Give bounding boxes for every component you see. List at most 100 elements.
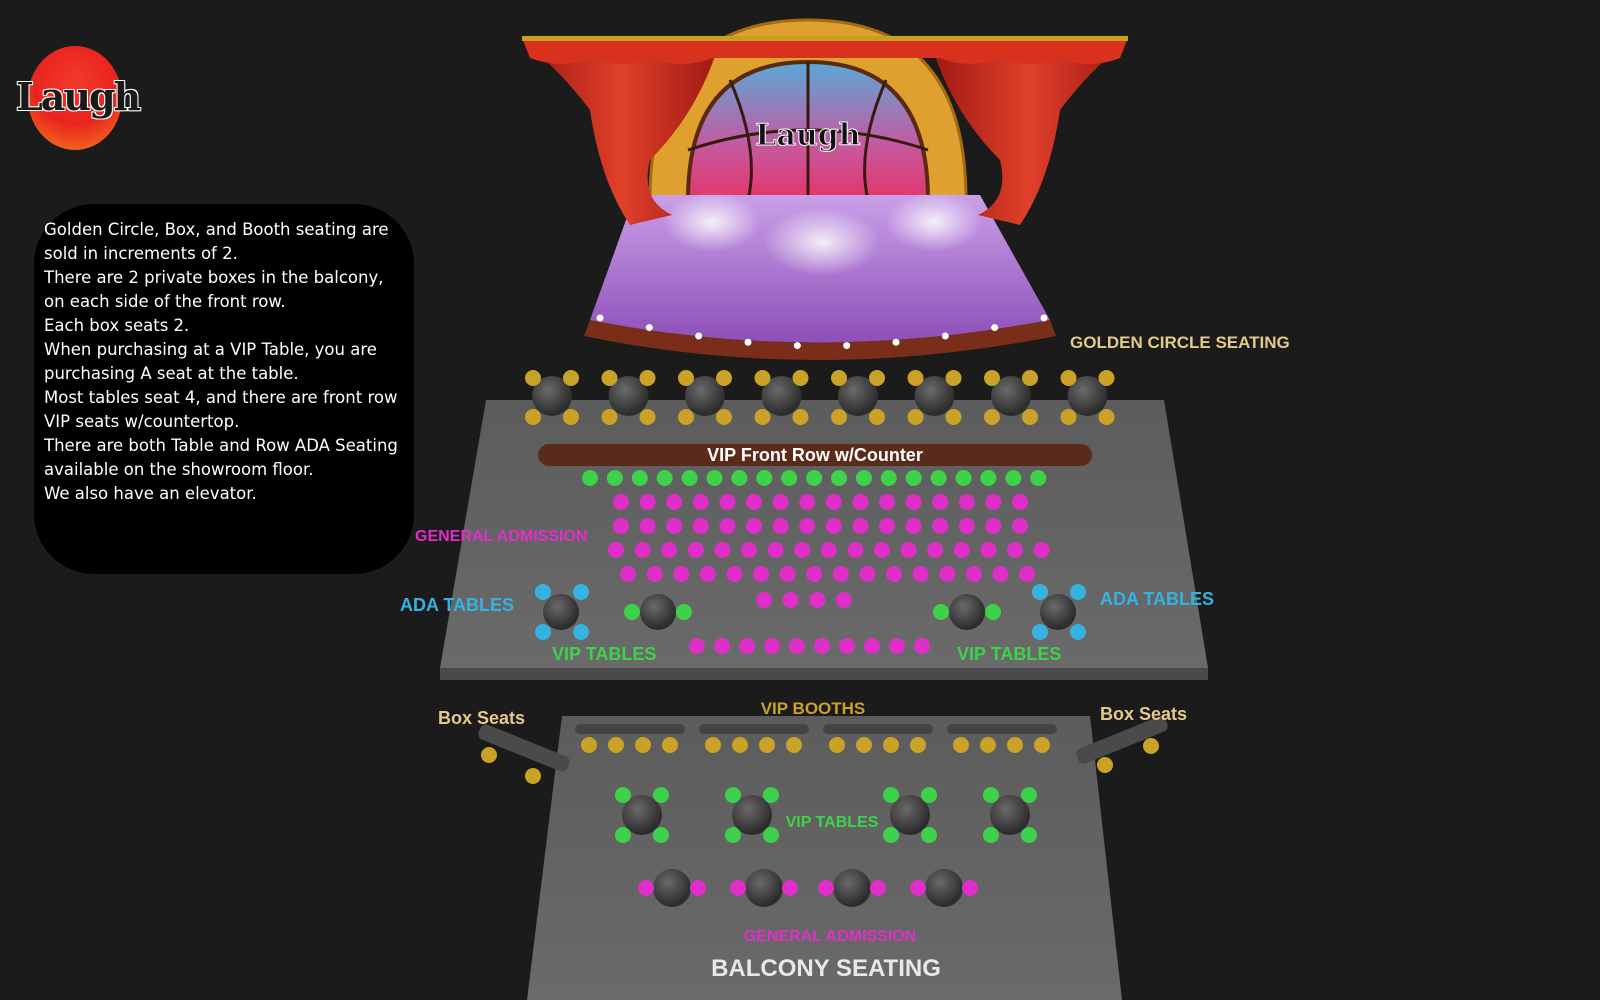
vip-front-row-seat[interactable] [1005, 470, 1022, 486]
vip-front-row-seat[interactable] [756, 470, 773, 486]
golden-circle-seat[interactable] [716, 409, 732, 425]
booth-seat[interactable] [883, 737, 899, 753]
general-admission-seat[interactable] [608, 542, 624, 558]
general-admission-seat[interactable] [879, 494, 895, 510]
general-admission-seat[interactable] [939, 566, 956, 582]
general-admission-seat[interactable] [914, 638, 930, 654]
general-admission-seat[interactable] [985, 494, 1002, 510]
balcony-general-seat[interactable] [962, 880, 978, 896]
general-admission-seat[interactable] [874, 542, 890, 558]
golden-circle-seat[interactable] [792, 370, 809, 386]
general-admission-seat[interactable] [799, 494, 816, 510]
golden-circle-seat[interactable] [639, 370, 656, 386]
balcony-vip-seat[interactable] [883, 787, 899, 803]
golden-circle-seat[interactable] [1022, 370, 1038, 386]
booth-seat[interactable] [829, 737, 845, 753]
vip-table-seat[interactable] [624, 604, 640, 620]
ada-seat[interactable] [1070, 624, 1086, 640]
booth-seat[interactable] [635, 737, 651, 753]
general-admission-seat[interactable] [839, 638, 855, 654]
vip-front-row-seat[interactable] [681, 470, 698, 486]
golden-circle-seat[interactable] [678, 409, 694, 425]
general-admission-seat[interactable] [772, 518, 789, 534]
golden-circle-seat[interactable] [716, 370, 732, 386]
box-seat[interactable] [1097, 757, 1113, 773]
general-admission-seat[interactable] [1019, 566, 1035, 582]
balcony-vip-seat[interactable] [1021, 787, 1037, 803]
general-admission-seat[interactable] [958, 518, 975, 534]
general-admission-seat[interactable] [980, 542, 997, 558]
general-admission-seat[interactable] [692, 494, 709, 510]
general-admission-seat[interactable] [739, 638, 755, 654]
general-admission-seat[interactable] [806, 566, 823, 582]
general-admission-seat[interactable] [932, 518, 949, 534]
general-admission-seat[interactable] [613, 494, 629, 510]
general-admission-seat[interactable] [741, 542, 757, 558]
box-seat[interactable] [481, 747, 497, 763]
booth-seat[interactable] [856, 737, 872, 753]
general-admission-seat[interactable] [646, 566, 663, 582]
general-admission-seat[interactable] [673, 566, 690, 582]
general-admission-seat[interactable] [886, 566, 902, 582]
golden-circle-seat[interactable] [1060, 409, 1077, 425]
general-admission-seat[interactable] [689, 638, 705, 654]
golden-circle-seat[interactable] [639, 409, 656, 425]
golden-circle-seat[interactable] [1098, 409, 1115, 425]
golden-circle-seat[interactable] [1022, 409, 1038, 425]
vip-front-row-seat[interactable] [582, 470, 598, 486]
booth-seat[interactable] [1034, 737, 1050, 753]
vip-front-row-seat[interactable] [656, 470, 673, 486]
general-admission-seat[interactable] [835, 592, 852, 608]
booth-seat[interactable] [581, 737, 597, 753]
general-admission-seat[interactable] [825, 518, 842, 534]
general-admission-seat[interactable] [965, 566, 982, 582]
general-admission-seat[interactable] [814, 638, 830, 654]
general-admission-seat[interactable] [1012, 494, 1028, 510]
vip-front-row-seat[interactable] [955, 470, 972, 486]
golden-circle-seat[interactable] [525, 409, 541, 425]
general-admission-seat[interactable] [746, 518, 762, 534]
balcony-general-seat[interactable] [818, 880, 834, 896]
golden-circle-seat[interactable] [525, 370, 541, 386]
general-admission-seat[interactable] [756, 592, 772, 608]
booth-seat[interactable] [1007, 737, 1023, 753]
golden-circle-seat[interactable] [601, 409, 618, 425]
balcony-general-seat[interactable] [870, 880, 886, 896]
vip-table-seat[interactable] [933, 604, 949, 620]
general-admission-seat[interactable] [692, 518, 709, 534]
golden-circle-seat[interactable] [984, 409, 1000, 425]
vip-front-row-seat[interactable] [781, 470, 798, 486]
general-admission-seat[interactable] [772, 494, 789, 510]
booth-seat[interactable] [759, 737, 775, 753]
general-admission-seat[interactable] [782, 592, 799, 608]
general-admission-seat[interactable] [958, 494, 975, 510]
balcony-vip-seat[interactable] [921, 827, 937, 843]
golden-circle-seat[interactable] [792, 409, 809, 425]
balcony-general-seat[interactable] [910, 880, 926, 896]
general-admission-seat[interactable] [825, 494, 842, 510]
golden-circle-seat[interactable] [869, 370, 885, 386]
ada-seat[interactable] [1032, 584, 1048, 600]
golden-circle-seat[interactable] [945, 409, 962, 425]
balcony-vip-seat[interactable] [983, 827, 999, 843]
vip-front-row-seat[interactable] [855, 470, 872, 486]
balcony-general-seat[interactable] [730, 880, 746, 896]
booth-seat[interactable] [608, 737, 624, 753]
balcony-vip-seat[interactable] [653, 787, 669, 803]
box-seat[interactable] [525, 768, 541, 784]
golden-circle-seat[interactable] [754, 409, 771, 425]
general-admission-seat[interactable] [639, 494, 656, 510]
ada-seat[interactable] [1070, 584, 1086, 600]
golden-circle-seat[interactable] [831, 409, 847, 425]
general-admission-seat[interactable] [992, 566, 1009, 582]
balcony-vip-seat[interactable] [763, 827, 779, 843]
general-admission-seat[interactable] [789, 638, 805, 654]
vip-front-row-seat[interactable] [930, 470, 947, 486]
general-admission-seat[interactable] [714, 638, 730, 654]
ada-seat[interactable] [535, 624, 551, 640]
balcony-general-seat[interactable] [690, 880, 706, 896]
general-admission-seat[interactable] [905, 494, 922, 510]
general-admission-seat[interactable] [661, 542, 678, 558]
balcony-vip-seat[interactable] [653, 827, 669, 843]
balcony-vip-seat[interactable] [763, 787, 779, 803]
